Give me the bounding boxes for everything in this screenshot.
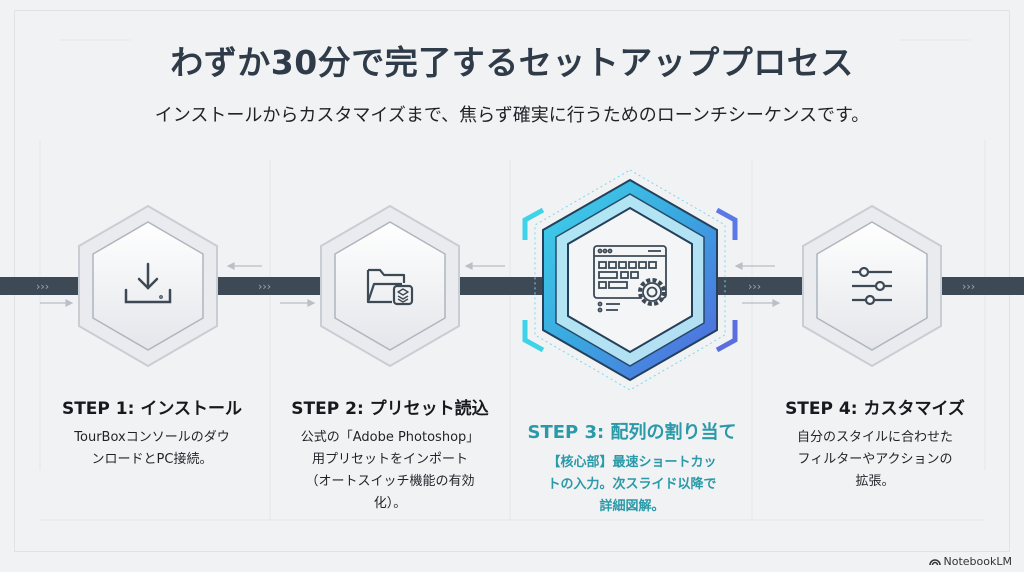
step-2: STEP 2: プリセット読込 公式の「Adobe Photoshop」用プリセ… bbox=[280, 394, 500, 515]
step-2-description: 公式の「Adobe Photoshop」用プリセットをインポート（オートスイッチ… bbox=[300, 430, 480, 511]
branding-label: NotebookLM bbox=[943, 555, 1012, 568]
step-3-description: 【核心部】最速ショートカットの入力。次スライド以降で詳細図解。 bbox=[547, 455, 717, 514]
step-2-hexagon bbox=[320, 204, 460, 368]
flow-arrows bbox=[40, 262, 781, 307]
keyboard-gear-icon bbox=[593, 245, 667, 313]
svg-text:›››: ››› bbox=[962, 280, 975, 293]
page-title: わずか30分で完了するセットアッププロセス bbox=[170, 43, 854, 82]
notebooklm-logo-icon bbox=[928, 559, 941, 566]
step-4-description: 自分のスタイルに合わせたフィルターやアクションの拡張。 bbox=[796, 430, 953, 489]
connector-bar: ››› ››› ››› ››› bbox=[0, 277, 1024, 295]
svg-text:›››: ››› bbox=[36, 280, 49, 293]
step-1-description: TourBoxコンソールのダウンロードとPC接続。 bbox=[74, 430, 230, 467]
step-3-hexagon bbox=[522, 169, 738, 391]
step-1-hexagon bbox=[78, 204, 218, 368]
step-3: STEP 3: 配列の割り当て 【核心部】最速ショートカットの入力。次スライド以… bbox=[522, 418, 742, 518]
sliders-icon bbox=[852, 266, 892, 306]
step-4-title: STEP 4: カスタマイズ bbox=[785, 399, 965, 419]
step-3-title: STEP 3: 配列の割り当て bbox=[527, 422, 737, 443]
page-subtitle: インストールからカスタマイズまで、焦らず確実に行うためのローンチシーケンスです。 bbox=[154, 105, 870, 126]
step-1: STEP 1: インストール TourBoxコンソールのダウンロードとPC接続。 bbox=[42, 394, 262, 471]
svg-text:›››: ››› bbox=[748, 280, 761, 293]
background-grid bbox=[39, 39, 986, 521]
svg-text:›››: ››› bbox=[258, 280, 271, 293]
folder-layers-icon bbox=[366, 268, 414, 306]
download-icon bbox=[124, 262, 172, 304]
step-4: STEP 4: カスタマイズ 自分のスタイルに合わせたフィルターやアクションの拡… bbox=[765, 394, 985, 493]
step-2-title: STEP 2: プリセット読込 bbox=[291, 399, 489, 419]
step-4-hexagon bbox=[802, 204, 942, 368]
step-1-title: STEP 1: インストール bbox=[61, 399, 243, 419]
notebooklm-branding: NotebookLM bbox=[928, 555, 1012, 568]
